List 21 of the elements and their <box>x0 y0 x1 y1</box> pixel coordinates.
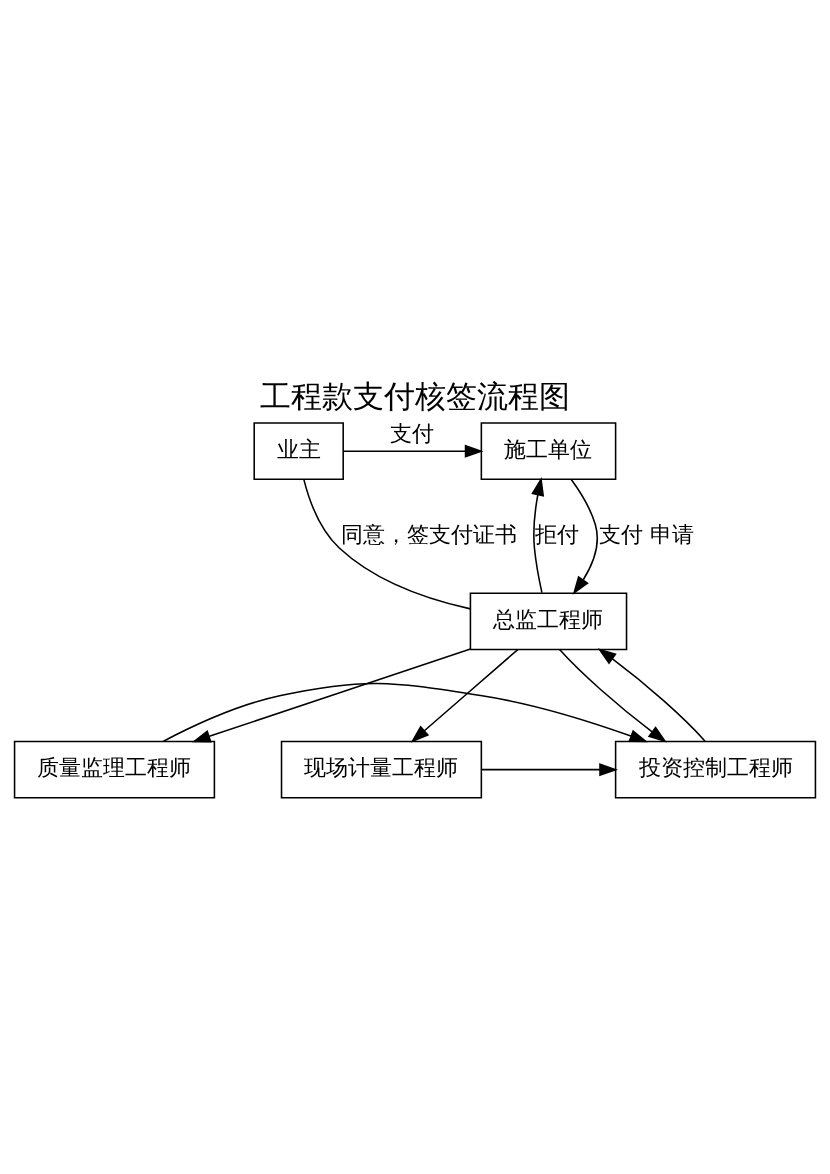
node-box: 现场计量工程师 <box>280 740 483 799</box>
node-box: 总监工程师 <box>469 592 628 651</box>
arrow <box>531 477 545 594</box>
edge-label: 支付 <box>390 420 435 446</box>
node-box: 施工单位 <box>480 422 617 481</box>
arrow <box>162 682 649 743</box>
arrow <box>597 648 706 742</box>
arrow <box>410 648 519 743</box>
arrow <box>191 648 472 743</box>
edge-label: 支付 申请 <box>599 522 695 548</box>
arrow <box>342 444 484 458</box>
arrow <box>481 763 618 777</box>
arrow <box>570 478 599 595</box>
edge-label: 同意，签支付证书 <box>341 522 518 548</box>
node-box: 质量监理工程师 <box>13 740 216 799</box>
node-box: 投资控制工程师 <box>614 740 817 799</box>
edge-label: 拒付 <box>535 522 580 548</box>
node-box: 业主 <box>253 422 344 481</box>
arrow <box>558 648 667 743</box>
diagram-title: 工程款支付核签流程图 <box>260 378 570 415</box>
connector <box>303 478 472 610</box>
